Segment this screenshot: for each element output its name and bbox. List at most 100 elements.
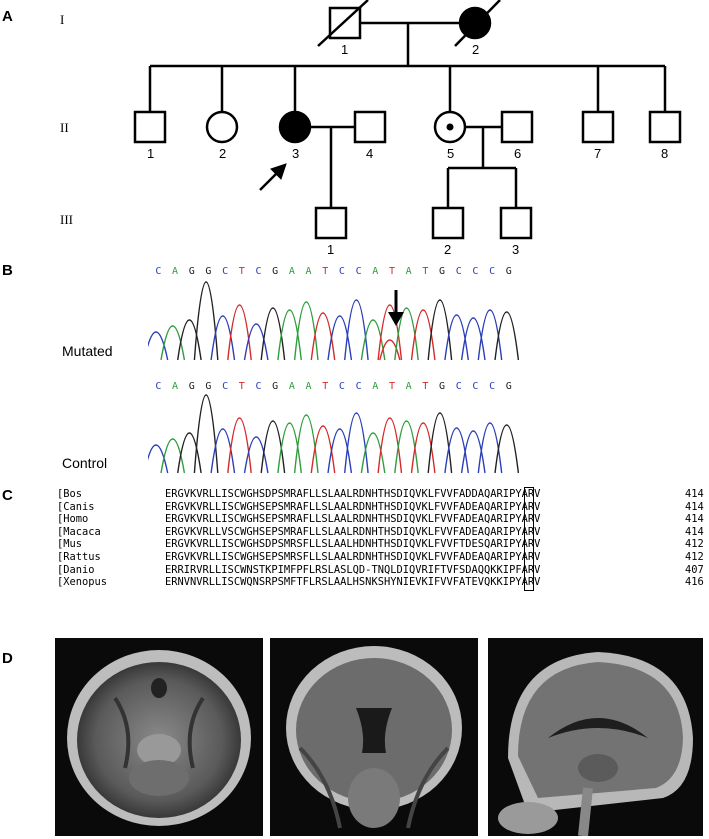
- alignment-species: [Macaca: [57, 525, 101, 538]
- trace-peak: [148, 331, 169, 361]
- base-call: C: [489, 266, 496, 277]
- base-call: T: [388, 266, 395, 277]
- pedigree-number-II-1: 1: [147, 146, 155, 161]
- base-call: A: [305, 381, 312, 392]
- trace-peak: [210, 315, 236, 361]
- base-call: T: [388, 381, 395, 392]
- base-call: C: [155, 266, 162, 277]
- generation-label-2: II: [60, 120, 69, 135]
- trace-peak: [327, 428, 353, 474]
- alignment-species: [Danio: [57, 563, 95, 576]
- pedigree-number-I-2: 2: [472, 42, 480, 57]
- conserved-residue-box: [524, 487, 534, 591]
- base-call: G: [188, 381, 195, 392]
- alignment-seq: ERGVKVRLLISCWGHSEPSMRAFLLSLAALRDNHTHSDIQ…: [165, 513, 541, 526]
- base-call: C: [489, 381, 496, 392]
- trace-peak: [310, 312, 336, 361]
- alignment-species: [Mus: [57, 538, 83, 551]
- trace-peak: [344, 412, 369, 474]
- base-call: G: [272, 381, 279, 392]
- base-call: A: [372, 266, 379, 277]
- trace-peak: [444, 427, 469, 474]
- base-call: C: [355, 266, 362, 277]
- alignment-seq: ERGVKVRLLISCWGHSEPSMRSFLLSLAALRDNHTHSDIQ…: [165, 550, 541, 563]
- proband-arrow: [259, 163, 287, 191]
- base-call: C: [455, 381, 462, 392]
- pedigree-number-II-6: 6: [514, 146, 522, 161]
- base-call: A: [288, 381, 295, 392]
- panel-label-d: D: [2, 650, 13, 667]
- trace-peak-mutant: [379, 339, 401, 361]
- mutated-label: Mutated: [62, 343, 113, 359]
- pedigree-II-3-proband-female-affected: [278, 110, 312, 144]
- base-call: A: [405, 266, 412, 277]
- alignment-species: [Bos: [57, 488, 83, 500]
- base-call: C: [472, 266, 479, 277]
- pedigree-number-III-2: 2: [444, 242, 452, 257]
- control-chromatogram-trace: [148, 394, 520, 474]
- pedigree-II-4-male: [353, 110, 387, 144]
- base-call: G: [205, 381, 212, 392]
- base-call: A: [305, 266, 312, 277]
- pedigree-II-8-male: [648, 110, 682, 144]
- coronal-brain-mri: [270, 638, 478, 836]
- trace-peak: [243, 323, 269, 361]
- trace-peak: [427, 412, 453, 474]
- pedigree-II-1-male: [133, 110, 167, 144]
- trace-peak: [494, 424, 520, 474]
- alignment-pos: 414: [685, 488, 704, 500]
- base-call: A: [405, 381, 412, 392]
- trace-peak: [227, 304, 252, 361]
- base-call: C: [255, 381, 262, 392]
- trace-peak: [177, 432, 202, 474]
- pedigree-chart: [133, 0, 682, 240]
- control-label: Control: [62, 455, 108, 471]
- alignment-species: [Homo: [57, 513, 89, 526]
- base-call: T: [322, 381, 329, 392]
- base-call: C: [455, 266, 462, 277]
- carrier-dot: [446, 123, 454, 131]
- generation-label-1: I: [60, 12, 65, 27]
- pedigree-number-II-5: 5: [447, 146, 455, 161]
- alignment-pos: 416: [685, 576, 704, 589]
- trace-peak: [427, 299, 453, 361]
- base-call: G: [505, 266, 512, 277]
- mutated-chromatogram-trace: [148, 281, 520, 361]
- trace-peak: [344, 299, 369, 361]
- trace-peak: [410, 422, 436, 474]
- trace-peak: [293, 301, 319, 361]
- trace-peak: [277, 309, 302, 361]
- trace-peak: [293, 414, 319, 474]
- trace-peak: [410, 309, 436, 361]
- alignment-pos: 414: [685, 513, 704, 526]
- trace-peak: [160, 325, 186, 361]
- trace-peak: [377, 304, 403, 361]
- base-call: C: [472, 381, 479, 392]
- pedigree-number-II-3: 3: [292, 146, 300, 161]
- generation-label-3: III: [60, 212, 73, 227]
- pedigree-number-III-1: 1: [327, 242, 335, 257]
- panel-label-c: C: [2, 487, 13, 504]
- base-call: C: [155, 381, 162, 392]
- pedigree-III-3-male: [499, 206, 533, 240]
- alignment-seq: ERGVKVRLLISCWGHSDPSMRSFLLSLAALHDNHTHSDIQ…: [165, 538, 541, 551]
- alignment-seq: ERRIRVRLLISCWNSTKPIMFPFLRSLASLQD-TNQLDIQ…: [165, 563, 541, 576]
- pedigree-number-II-4: 4: [366, 146, 374, 161]
- trace-peak: [177, 319, 202, 361]
- alignment-species: [Canis: [57, 500, 95, 513]
- sagittal-brain-mri: [488, 638, 703, 836]
- base-call: G: [439, 266, 446, 277]
- alignment-species: [Xenopus: [57, 576, 108, 589]
- mutation-arrow: [388, 290, 404, 326]
- base-call: C: [255, 266, 262, 277]
- trace-peak: [210, 428, 236, 474]
- trace-peak: [377, 417, 403, 474]
- alignment-pos: 414: [685, 500, 704, 513]
- trace-peak: [394, 307, 419, 361]
- trace-peak: [160, 438, 186, 474]
- alignment-seq: ERGVKVRLLISCWGHSDPSMRAFLLSLAALRDNHTHSDIQ…: [165, 488, 541, 500]
- pedigree-number-II-2: 2: [219, 146, 227, 161]
- base-call: A: [172, 381, 179, 392]
- trace-peak: [394, 420, 419, 474]
